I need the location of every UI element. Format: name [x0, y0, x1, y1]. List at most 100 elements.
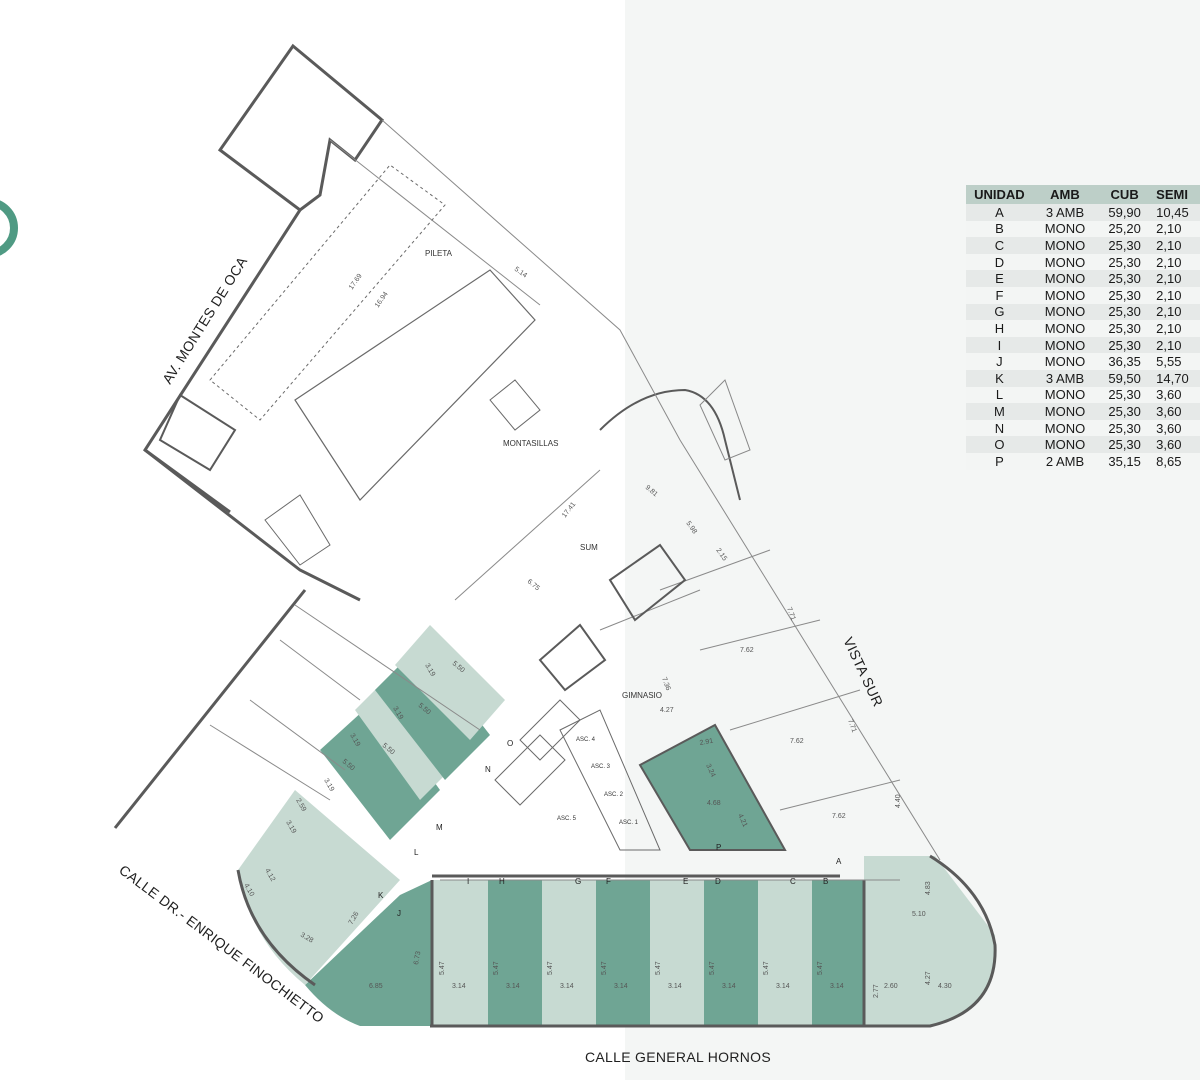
- unit-label-d: D: [715, 877, 721, 886]
- cell-cub: 25,30: [1097, 436, 1153, 453]
- dim-675: 6.75: [526, 578, 541, 592]
- room-asc2: ASC. 2: [604, 792, 624, 798]
- cell-unidad: G: [966, 303, 1033, 321]
- pool: [209, 164, 536, 501]
- cell-amb: MONO: [1032, 386, 1098, 404]
- cell-semi: 3,60: [1152, 436, 1200, 453]
- dim-510: 5.10: [912, 911, 926, 918]
- cell-cub: 25,30: [1097, 270, 1153, 287]
- dim-547: 5.47: [763, 961, 770, 975]
- unit-label-b: B: [823, 877, 828, 886]
- unit-d-fill: [704, 880, 758, 1026]
- dim-981: 9.81: [644, 484, 659, 498]
- cell-unidad: I: [966, 336, 1033, 354]
- unit-b-fill: [812, 880, 864, 1026]
- dim-215: 2.15: [714, 547, 728, 562]
- unit-label-i: I: [467, 877, 469, 886]
- cell-cub: 59,90: [1097, 204, 1153, 221]
- unit-g-fill: [542, 880, 596, 1026]
- unit-label-a: A: [836, 857, 842, 866]
- cell-cub: 25,30: [1097, 320, 1153, 337]
- dim-314: 3.14: [776, 983, 790, 990]
- room-asc5: ASC. 5: [557, 816, 577, 822]
- dim-673: 6.73: [413, 951, 422, 966]
- header-semi: SEMI: [1152, 185, 1200, 204]
- cell-semi: 2,10: [1152, 303, 1200, 321]
- cell-unidad: H: [966, 320, 1033, 337]
- unit-f-fill: [596, 880, 650, 1026]
- service-blocks: [158, 379, 751, 692]
- dim-260: 2.60: [884, 983, 898, 990]
- bottom-row-dimensions: 5.473.145.473.145.473.145.473.145.473.14…: [439, 961, 844, 990]
- cell-cub: 35,15: [1097, 452, 1153, 470]
- room-pileta: PILETA: [425, 249, 453, 258]
- cell-amb: MONO: [1032, 270, 1098, 287]
- dim-314: 3.14: [722, 983, 736, 990]
- cell-unidad: E: [966, 270, 1033, 287]
- unit-l-fill: [320, 700, 440, 840]
- room-asc1: ASC. 1: [619, 820, 639, 826]
- unit-j-fill: [305, 880, 432, 1026]
- cell-semi: 14,70: [1152, 369, 1200, 387]
- cell-amb: 3 AMB: [1032, 204, 1098, 221]
- header-unidad: UNIDAD: [966, 185, 1033, 204]
- dim-771b: 7.71: [846, 718, 857, 733]
- dim-314: 3.14: [668, 983, 682, 990]
- cell-semi: 10,45: [1152, 204, 1200, 221]
- dim-547: 5.47: [547, 961, 554, 975]
- header-cub: CUB: [1097, 185, 1153, 204]
- cell-cub: 59,50: [1097, 369, 1153, 387]
- dim-440: 4.40: [895, 794, 902, 808]
- cell-unidad: O: [966, 436, 1033, 453]
- cell-semi: 2,10: [1152, 320, 1200, 337]
- cell-unidad: D: [966, 253, 1033, 271]
- street-av-montes-de-oca: AV. MONTES DE OCA: [159, 253, 250, 386]
- street-calle-general-hornos: CALLE GENERAL HORNOS: [585, 1049, 771, 1065]
- cell-unidad: J: [966, 353, 1033, 370]
- circulation-core: [264, 379, 661, 851]
- unit-a-fill: [864, 856, 996, 1026]
- cell-amb: 2 AMB: [1032, 452, 1098, 470]
- dim-762c: 7.62: [832, 813, 846, 820]
- room-asc4: ASC. 4: [576, 737, 596, 743]
- street-vista-sur: VISTA SUR: [840, 635, 886, 710]
- cell-semi: 3,60: [1152, 419, 1200, 437]
- dim-685: 6.85: [369, 983, 383, 990]
- dim-598: 5.98: [684, 520, 698, 535]
- dim-314: 3.14: [560, 983, 574, 990]
- cell-semi: 2,10: [1152, 237, 1200, 254]
- cell-amb: MONO: [1032, 336, 1098, 354]
- dim-1694: 16.94: [374, 291, 390, 309]
- dim-762b: 7.62: [790, 738, 804, 745]
- unit-label-l: L: [414, 848, 419, 857]
- cell-amb: MONO: [1032, 303, 1098, 321]
- dim-736: 7.36: [660, 676, 671, 691]
- room-sum: SUM: [580, 543, 598, 552]
- dim-547: 5.47: [655, 961, 662, 975]
- dim-762a: 7.62: [740, 647, 754, 654]
- cell-semi: 3,60: [1152, 386, 1200, 404]
- cell-unidad: P: [966, 452, 1033, 470]
- cell-amb: 3 AMB: [1032, 369, 1098, 387]
- cell-unidad: L: [966, 386, 1033, 404]
- cell-amb: MONO: [1032, 253, 1098, 271]
- cell-cub: 25,30: [1097, 386, 1153, 404]
- unit-c-fill: [758, 880, 812, 1026]
- unit-label-j: J: [397, 909, 401, 918]
- unit-label-n: N: [485, 765, 491, 774]
- unit-label-c: C: [790, 877, 796, 886]
- unit-label-g: G: [575, 877, 581, 886]
